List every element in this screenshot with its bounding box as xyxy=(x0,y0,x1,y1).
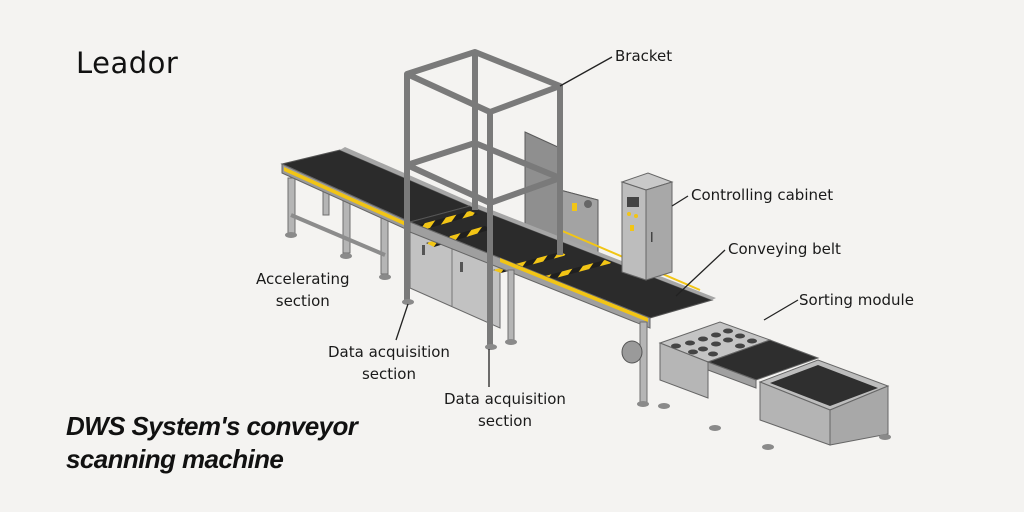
label-data-acquisition-section-1: Data acquisition section xyxy=(328,341,450,385)
label-accelerating-line1: Accelerating xyxy=(256,270,350,288)
leader-lines xyxy=(395,56,799,387)
leader-controlling-cabinet xyxy=(671,195,689,207)
label-sorting-module: Sorting module xyxy=(799,291,914,309)
brand-logo: Leador xyxy=(76,46,179,80)
label-data-acq-1-line1: Data acquisition xyxy=(328,343,450,361)
leader-sorting-module xyxy=(763,299,799,321)
diagram-title: DWS System's conveyor scanning machine xyxy=(66,410,358,476)
label-data-acquisition-section-2: Data acquisition section xyxy=(444,388,566,432)
leader-data-acquisition-1 xyxy=(395,303,409,341)
leader-bracket xyxy=(559,56,613,87)
title-line-1: DWS System's conveyor xyxy=(66,411,358,441)
label-data-acq-1-line2: section xyxy=(361,365,416,383)
label-conveying-belt: Conveying belt xyxy=(728,240,841,258)
label-accelerating-line2: section xyxy=(275,292,330,310)
title-line-2: scanning machine xyxy=(66,444,284,474)
sorting-module-unit xyxy=(658,321,891,450)
label-controlling-cabinet: Controlling cabinet xyxy=(691,186,834,204)
controlling-cabinet-unit xyxy=(620,172,674,281)
label-data-acq-2-line2: section xyxy=(477,412,532,430)
label-data-acq-2-line1: Data acquisition xyxy=(444,390,566,408)
label-bracket: Bracket xyxy=(615,47,673,65)
label-accelerating-section: Accelerating section xyxy=(256,268,350,312)
leader-conveying-belt xyxy=(675,249,726,297)
accelerating-section-unit xyxy=(280,147,475,280)
